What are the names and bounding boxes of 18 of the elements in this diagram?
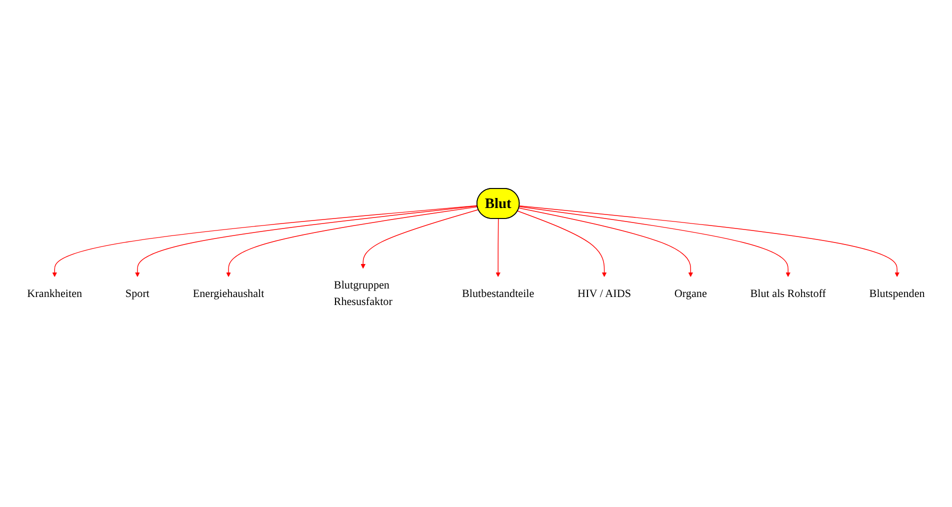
node-text: Organe: [674, 287, 707, 300]
arrow: [517, 210, 607, 278]
node-text: Blutbestandteile: [462, 287, 534, 300]
arrow: [496, 218, 501, 278]
arrow: [519, 206, 900, 278]
node-text: Blutspenden: [869, 287, 925, 300]
arrow: [52, 205, 478, 278]
arrow: [360, 209, 479, 269]
arrow: [518, 206, 791, 278]
node-text: Blutgruppen Rhesusfaktor: [334, 279, 392, 308]
node-text: Sport: [125, 287, 150, 300]
node-text: Krankheiten: [27, 287, 82, 300]
node-text: Blut als Rohstoff: [750, 287, 826, 300]
arrow: [226, 206, 478, 278]
node-text: Energiehaushalt: [192, 287, 264, 300]
node-text: HIV / AIDS: [578, 287, 632, 300]
arrow: [135, 206, 478, 278]
arrow: [518, 208, 694, 278]
